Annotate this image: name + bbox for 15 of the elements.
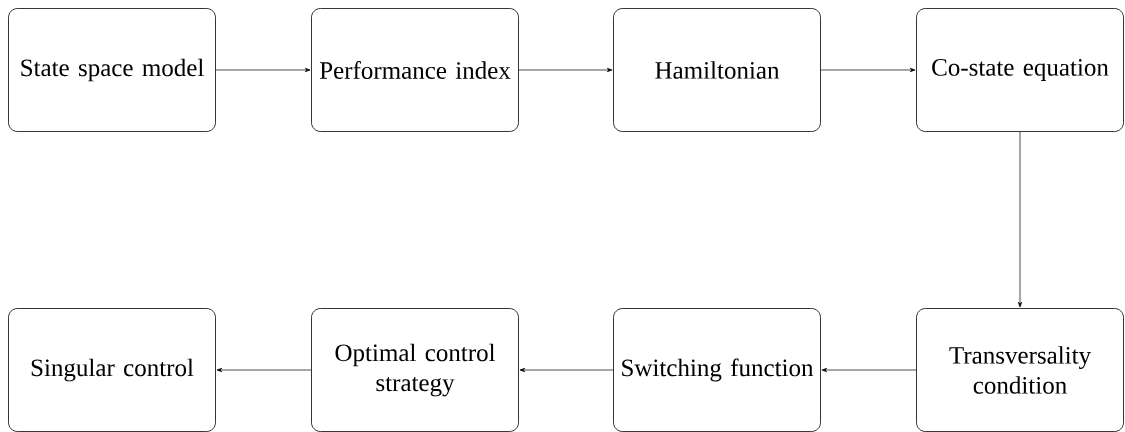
arrow [821,367,917,373]
process-box: Optimal control strategy [311,308,519,432]
arrow [518,67,613,73]
process-box: Switching function [613,308,821,432]
arrow [519,367,614,373]
arrow [1017,131,1023,308]
process-box: Co-state equation [916,8,1124,132]
process-box: Performance index [311,8,519,132]
process-box: Hamiltonian [613,8,821,132]
process-box: Transversality condition [916,308,1124,432]
process-box: State space model [8,8,216,132]
process-box: Singular control [8,308,216,432]
arrow [820,67,916,73]
arrow [215,67,311,73]
arrow [216,367,312,373]
